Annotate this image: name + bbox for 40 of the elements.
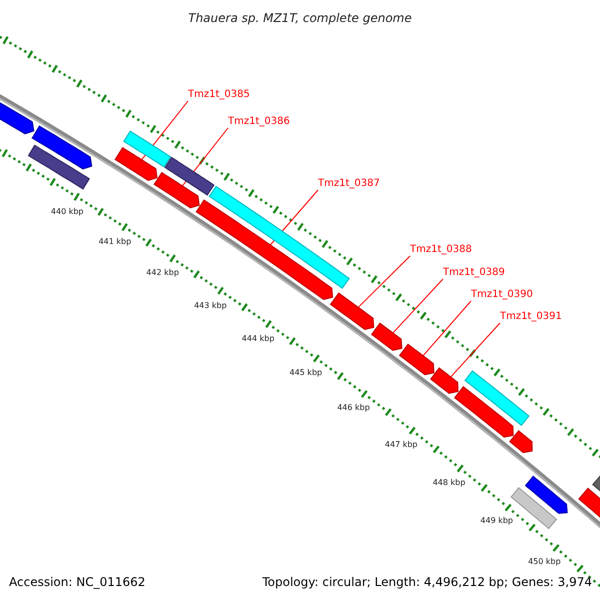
gene-feature <box>454 386 514 438</box>
gene-label: Tmz1t_0385 <box>188 89 250 101</box>
scale-label: 442 kbp <box>146 268 179 278</box>
gene-feature <box>464 370 530 426</box>
gene-label: Tmz1t_0387 <box>318 178 380 190</box>
accession-text: Accession: NC_011662 <box>9 575 146 589</box>
leader-line <box>392 278 444 334</box>
gene-feature <box>398 344 434 376</box>
genome-info-text: Topology: circular; Length: 4,496,212 bp; Genes: 3,974 <box>262 575 592 589</box>
gene-feature <box>509 430 533 454</box>
gene-label: Tmz1t_0391 <box>500 311 562 323</box>
scale-label: 445 kbp <box>290 368 322 378</box>
gene-label: Tmz1t_0386 <box>228 116 290 128</box>
gene-feature <box>196 199 334 300</box>
gene-feature <box>123 130 172 168</box>
gene-feature <box>114 147 158 182</box>
gene-feature <box>32 125 92 170</box>
leader-line <box>450 322 500 378</box>
leader-line <box>422 300 472 356</box>
gene-feature <box>28 144 90 190</box>
gene-feature <box>164 156 215 196</box>
scale-label: 448 kbp <box>432 478 466 488</box>
scale-label: 449 kbp <box>480 516 513 526</box>
gene-label: Tmz1t_0390 <box>471 289 533 301</box>
title: Thauera sp. MZ1T, complete genome <box>187 11 413 25</box>
scale-label: 446 kbp <box>337 403 370 414</box>
gene-label: Tmz1t_0389 <box>443 267 505 279</box>
gene-feature <box>370 322 402 351</box>
gene-feature <box>430 367 459 394</box>
scale-label: 443 kbp <box>194 300 227 311</box>
gene-feature <box>330 292 374 330</box>
scale-label: 440 kbp <box>50 207 84 218</box>
gene-label: Tmz1t_0388 <box>410 244 472 256</box>
scale-label: 450 kbp <box>528 556 561 567</box>
scale-label: 444 kbp <box>242 334 274 344</box>
gene-feature <box>154 172 200 208</box>
scale-label: 441 kbp <box>98 237 132 248</box>
gene-feature <box>524 476 568 514</box>
scale-label: 447 kbp <box>384 440 418 450</box>
leader-line <box>358 256 410 308</box>
